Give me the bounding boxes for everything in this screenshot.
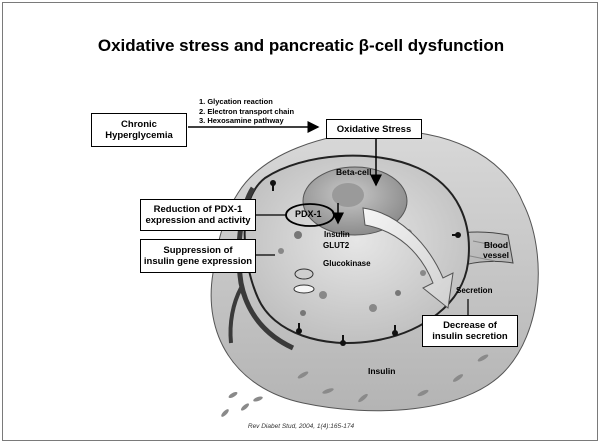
- secretion-label: Secretion: [456, 286, 492, 295]
- insulin-suppression-line1: Suppression of: [144, 245, 252, 256]
- chronic-hyperglycemia-line1: Chronic: [105, 119, 173, 130]
- mechanism-item-1: 1. Glycation reaction: [199, 97, 294, 107]
- insulin-inner-label: Insulin: [324, 230, 350, 239]
- blood-vessel-line2: vessel: [483, 250, 509, 260]
- glut2-shape: [295, 269, 313, 279]
- pdx1-label: PDX-1: [295, 209, 322, 219]
- beta-cell-label: Beta-cell: [336, 167, 371, 177]
- chronic-hyperglycemia-box: Chronic Hyperglycemia: [91, 113, 187, 147]
- oxidative-stress-box: Oxidative Stress: [326, 119, 422, 139]
- insulin-suppression-line2: insulin gene expression: [144, 256, 252, 267]
- decrease-secretion-line1: Decrease of: [432, 320, 508, 331]
- blood-vessel-line1: Blood: [483, 240, 509, 250]
- chronic-hyperglycemia-line2: Hyperglycemia: [105, 130, 173, 141]
- mechanism-list: 1. Glycation reaction 2. Electron transp…: [199, 97, 294, 126]
- blood-vessel-label: Blood vessel: [483, 240, 509, 260]
- citation: Rev Diabet Stud, 2004, 1(4):165-174: [3, 423, 599, 430]
- pdx1-reduction-line2: expression and activity: [145, 215, 250, 226]
- mechanism-item-3: 3. Hexosamine pathway: [199, 116, 294, 126]
- glut2-label: GLUT2: [323, 241, 349, 250]
- glucokinase-shape: [294, 285, 314, 293]
- mechanism-item-2: 2. Electron transport chain: [199, 107, 294, 117]
- slide: Oxidative stress and pancreatic β-cell d…: [2, 2, 598, 441]
- decrease-secretion-line2: insulin secretion: [432, 331, 508, 342]
- pdx1-reduction-box: Reduction of PDX-1 expression and activi…: [140, 199, 256, 231]
- decrease-secretion-box: Decrease of insulin secretion: [422, 315, 518, 347]
- oxidative-stress-label: Oxidative Stress: [337, 124, 411, 135]
- insulin-outer-label: Insulin: [368, 366, 395, 376]
- pdx1-reduction-line1: Reduction of PDX-1: [145, 204, 250, 215]
- glucokinase-label: Glucokinase: [323, 259, 371, 268]
- diagram-illustration: [3, 3, 599, 442]
- insulin-suppression-box: Suppression of insulin gene expression: [140, 239, 256, 273]
